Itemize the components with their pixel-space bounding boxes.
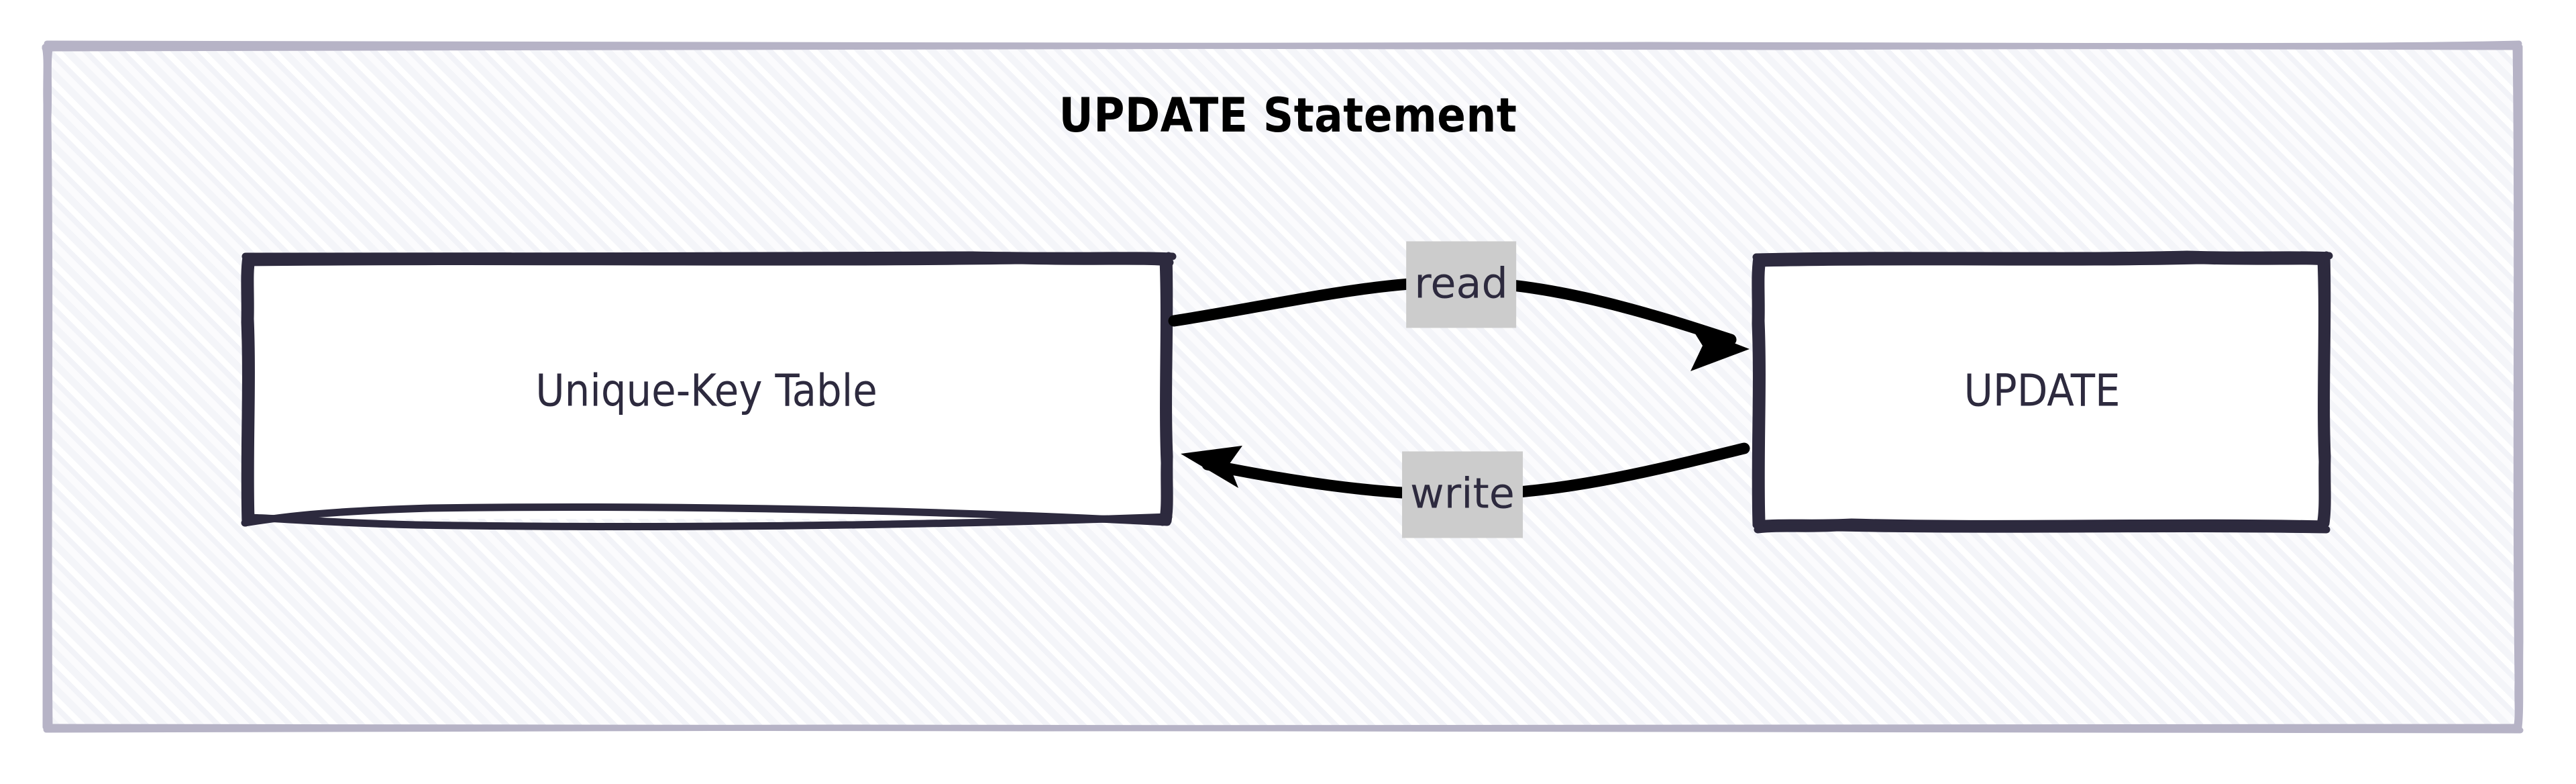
edge-read xyxy=(1168,276,1750,371)
node-update-shape xyxy=(1752,250,2333,534)
node-unique-key-table-shape xyxy=(241,251,1177,531)
edge-write xyxy=(1181,442,1750,501)
subgraph-border xyxy=(42,40,2524,734)
